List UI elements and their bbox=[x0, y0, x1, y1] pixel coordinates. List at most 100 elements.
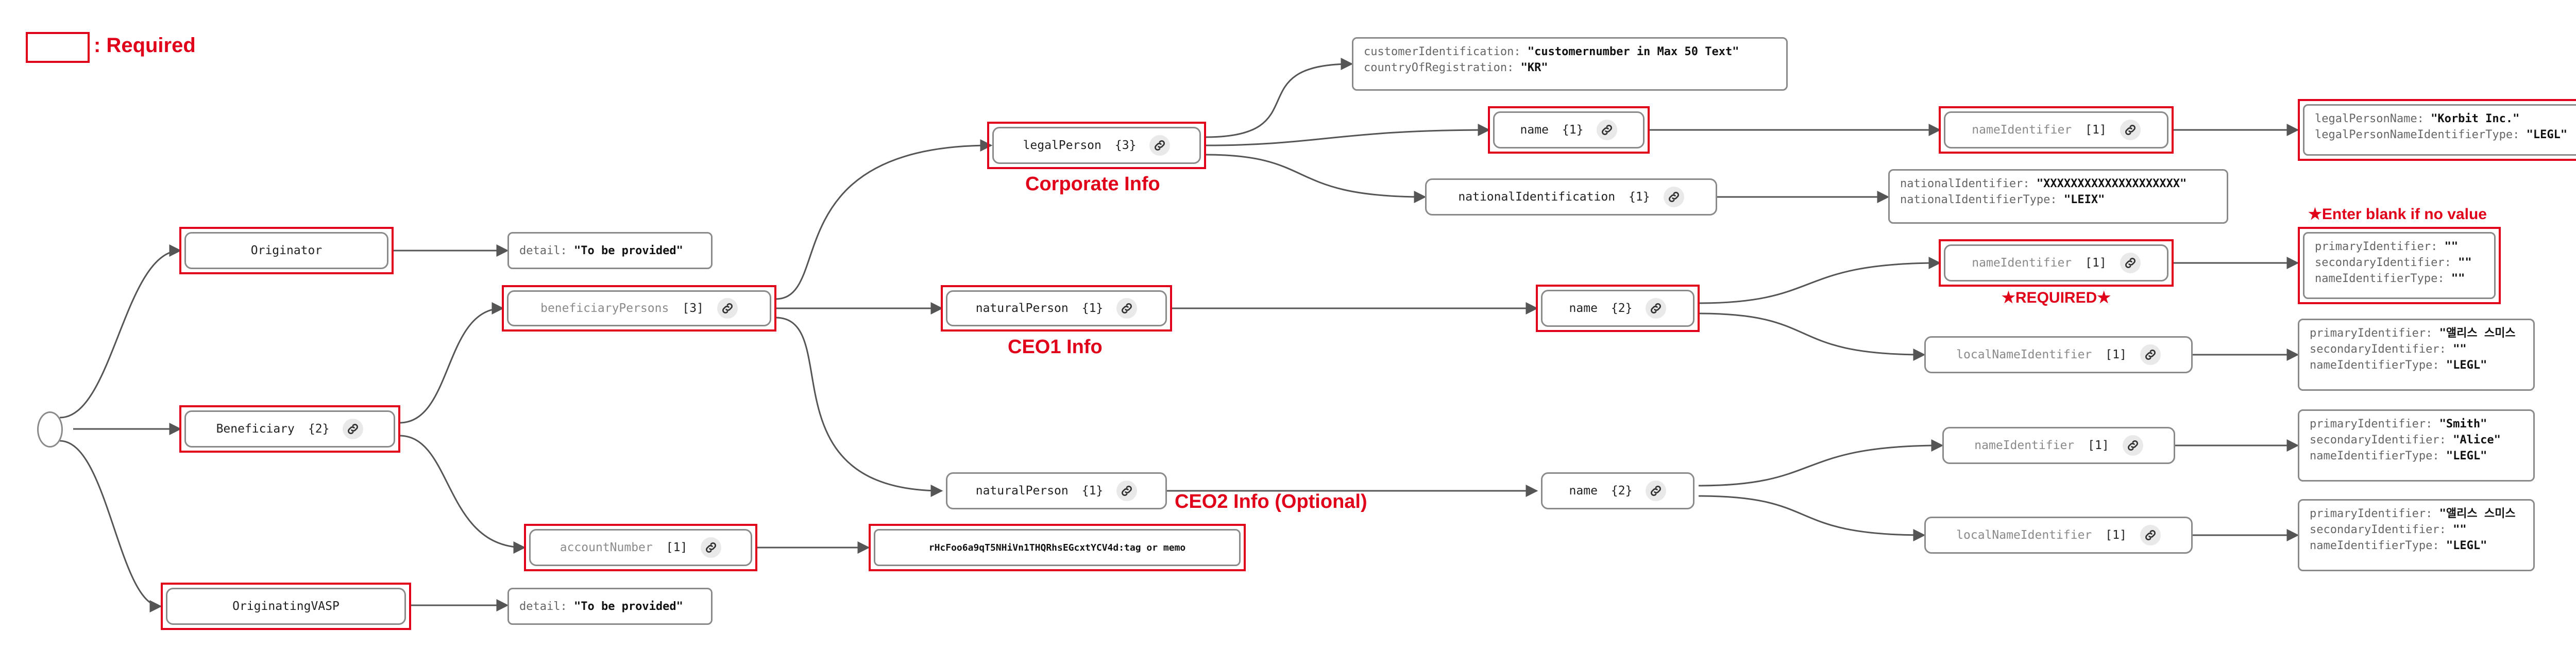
leaf-line: nationalIdentifierType: "LEIX" bbox=[1900, 192, 2216, 208]
leaf-line: detail: "To be provided" bbox=[519, 599, 701, 615]
node-account-number[interactable]: accountNumber [1] bbox=[529, 529, 752, 566]
leaf-value: "LEGL" bbox=[2526, 128, 2568, 141]
leaf-value: rHcFoo6a9qT5NHiVn1THQRhsEGcxtYCV4d:tag o… bbox=[928, 542, 1186, 553]
link-icon[interactable] bbox=[2120, 253, 2141, 273]
node-legal-person-name-identifier[interactable]: nameIdentifier [1] bbox=[1944, 111, 2168, 148]
node-count: [1] bbox=[2085, 256, 2107, 270]
leaf-key: secondaryIdentifier: bbox=[2310, 523, 2453, 536]
node-national-identification[interactable]: nationalIdentification {1} bbox=[1425, 178, 1717, 216]
legend-required-label: : Required bbox=[94, 34, 196, 57]
node-natural-person-2-name-identifier[interactable]: nameIdentifier [1] bbox=[1942, 427, 2175, 464]
node-label: name bbox=[1569, 484, 1598, 498]
required-outline-lp-name bbox=[1488, 106, 1650, 154]
node-label: name bbox=[1520, 123, 1549, 137]
leaf-line: legalPersonNameIdentifierType: "LEGL" bbox=[2315, 127, 2576, 143]
link-icon[interactable] bbox=[1149, 135, 1171, 156]
root-node[interactable] bbox=[37, 411, 63, 448]
leaf-originator-detail: detail: "To be provided" bbox=[507, 232, 713, 269]
leaf-line: nameIdentifierType: "LEGL" bbox=[2310, 538, 2523, 554]
node-count: {2} bbox=[308, 422, 330, 436]
leaf-line: nameIdentifierType: "LEGL" bbox=[2310, 357, 2523, 373]
node-natural-person-2-local-name-identifier[interactable]: localNameIdentifier [1] bbox=[1924, 517, 2193, 554]
leaf-line: secondaryIdentifier: "" bbox=[2310, 522, 2523, 538]
leaf-value: "" bbox=[2458, 256, 2472, 269]
node-label: nationalIdentification bbox=[1458, 190, 1616, 204]
leaf-value: "KR" bbox=[1520, 61, 1548, 74]
leaf-key: nameIdentifierType: bbox=[2310, 359, 2446, 372]
link-icon[interactable] bbox=[1646, 298, 1667, 319]
node-label: name bbox=[1569, 302, 1598, 315]
node-label: nameIdentifier bbox=[1972, 123, 2072, 137]
node-count: {2} bbox=[1611, 484, 1633, 498]
node-label: naturalPerson bbox=[975, 484, 1069, 498]
leaf-key: primaryIdentifier: bbox=[2310, 507, 2439, 520]
node-originating-vasp[interactable]: OriginatingVASP bbox=[166, 588, 406, 625]
edge-np1name-identifier bbox=[1698, 257, 1941, 304]
leaf-value: "XXXXXXXXXXXXXXXXXXXX" bbox=[2036, 177, 2187, 190]
link-icon[interactable] bbox=[2140, 344, 2161, 365]
link-icon[interactable] bbox=[701, 537, 722, 558]
leaf-line: primaryIdentifier: "" bbox=[2315, 239, 2484, 255]
leaf-value: "Smith" bbox=[2439, 418, 2487, 431]
link-icon[interactable] bbox=[1663, 187, 1684, 207]
node-label: nameIdentifier bbox=[1974, 439, 2075, 452]
node-count: {1} bbox=[1562, 123, 1584, 137]
node-count: [1] bbox=[666, 541, 688, 554]
node-legal-person[interactable]: legalPerson {3} bbox=[992, 127, 1201, 164]
leaf-value: "LEGL" bbox=[2446, 539, 2487, 552]
node-natural-person-1[interactable]: naturalPerson {1} bbox=[946, 290, 1167, 326]
node-label: naturalPerson bbox=[975, 302, 1069, 315]
edge-root-vasp bbox=[59, 440, 162, 613]
annotation-ceo1-info: CEO1 Info bbox=[1008, 336, 1103, 358]
link-icon[interactable] bbox=[2122, 435, 2143, 456]
leaf-key: nameIdentifierType: bbox=[2310, 539, 2446, 552]
leaf-key: customerIdentification: bbox=[1364, 45, 1528, 58]
required-outline-legal-person-name-values bbox=[2298, 99, 2576, 161]
node-label: beneficiaryPersons bbox=[540, 302, 669, 315]
leaf-value: "" bbox=[2451, 272, 2465, 285]
node-originator[interactable]: Originator bbox=[184, 232, 388, 269]
leaf-value: "LEGL" bbox=[2446, 450, 2487, 462]
leaf-key: nationalIdentifier: bbox=[1900, 177, 2037, 190]
leaf-line: secondaryIdentifier: "" bbox=[2315, 255, 2484, 271]
node-natural-person-2[interactable]: naturalPerson {1} bbox=[946, 472, 1167, 509]
leaf-line: primaryIdentifier: "앨리스 스미스 bbox=[2310, 325, 2523, 341]
link-icon[interactable] bbox=[1116, 298, 1138, 319]
link-icon[interactable] bbox=[1116, 481, 1138, 501]
required-outline-beneficiary-persons bbox=[502, 285, 776, 332]
node-count: {1} bbox=[1081, 484, 1104, 498]
node-natural-person-1-name-identifier[interactable]: nameIdentifier [1] bbox=[1944, 244, 2168, 282]
node-natural-person-1-name[interactable]: name {2} bbox=[1541, 290, 1694, 327]
edge-np2name-identifier bbox=[1698, 439, 1944, 487]
leaf-value: "To be provided" bbox=[573, 244, 683, 257]
leaf-line: secondaryIdentifier: "" bbox=[2310, 341, 2523, 357]
link-icon[interactable] bbox=[343, 419, 364, 439]
leaf-key: primaryIdentifier: bbox=[2310, 327, 2439, 340]
leaf-value: "LEGL" bbox=[2446, 359, 2487, 372]
node-beneficiary-persons[interactable]: beneficiaryPersons [3] bbox=[507, 290, 771, 326]
leaf-line: nameIdentifierType: "" bbox=[2315, 271, 2484, 287]
node-natural-person-2-name[interactable]: name {2} bbox=[1541, 472, 1694, 509]
leaf-value: "customernumber in Max 50 Text" bbox=[1527, 45, 1739, 58]
link-icon[interactable] bbox=[1597, 120, 1618, 140]
leaf-line: nameIdentifierType: "LEGL" bbox=[2310, 448, 2523, 464]
leaf-key: nationalIdentifierType: bbox=[1900, 193, 2064, 206]
leaf-np2-local-values: primaryIdentifier: "앨리스 스미스 secondaryIde… bbox=[2298, 499, 2535, 571]
required-outline-lp-name-identifier bbox=[1939, 106, 2174, 154]
edge-legal-name bbox=[1205, 124, 1490, 146]
link-icon[interactable] bbox=[717, 298, 738, 319]
leaf-line: nationalIdentifier: "XXXXXXXXXXXXXXXXXXX… bbox=[1900, 176, 2216, 192]
node-label: legalPerson bbox=[1023, 139, 1101, 152]
node-label: OriginatingVASP bbox=[232, 600, 340, 613]
leaf-value: "앨리스 스미스 bbox=[2439, 327, 2516, 340]
node-legal-person-name[interactable]: name {1} bbox=[1493, 111, 1645, 148]
link-icon[interactable] bbox=[2120, 120, 2141, 140]
node-natural-person-1-local-name-identifier[interactable]: localNameIdentifier [1] bbox=[1924, 336, 2193, 373]
link-icon[interactable] bbox=[1646, 481, 1667, 501]
link-icon[interactable] bbox=[2140, 525, 2161, 545]
node-label: Originator bbox=[250, 244, 323, 257]
leaf-key: secondaryIdentifier: bbox=[2315, 256, 2459, 269]
leaf-np2-name-values: primaryIdentifier: "Smith" secondaryIden… bbox=[2298, 409, 2535, 482]
leaf-value: "Alice" bbox=[2453, 434, 2501, 446]
node-beneficiary[interactable]: Beneficiary {2} bbox=[184, 410, 395, 448]
